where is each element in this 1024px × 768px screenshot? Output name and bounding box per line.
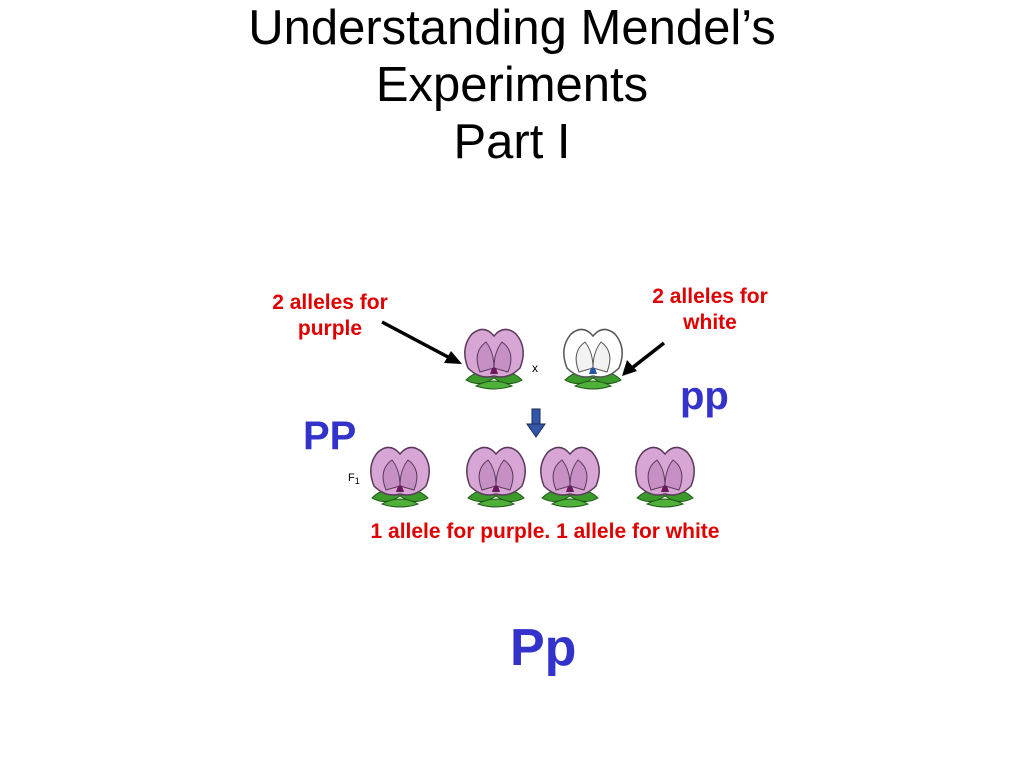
- title-line-3: Part I: [453, 115, 571, 169]
- white-parent-label: 2 alleles for white: [652, 285, 768, 334]
- purple-label-arrow: [381, 320, 462, 364]
- purple-parent-genotype: PP: [303, 414, 357, 458]
- title-line-1: Understanding Mendel’s: [248, 1, 776, 55]
- white-label-arrow: [622, 341, 666, 376]
- cross-symbol: x: [532, 361, 538, 375]
- white-parent-genotype: pp: [680, 374, 729, 418]
- offspring-flower-3-icon: [540, 446, 600, 508]
- offspring-flower-4-icon: [635, 446, 695, 508]
- offspring-genotype: Pp: [510, 619, 577, 677]
- generation-index: 1: [354, 476, 360, 487]
- offspring-label: 1 allele for purple. 1 allele for white: [370, 520, 720, 543]
- white-parent-flower-icon: [563, 328, 623, 390]
- offspring-flower-2-icon: [466, 446, 526, 508]
- generation-label: F1: [348, 472, 360, 486]
- purple-parent-label: 2 alleles for purple: [272, 291, 388, 340]
- title-line-2: Experiments: [375, 58, 649, 112]
- generation-down-arrow-icon: [526, 408, 546, 438]
- slide-title: Understanding Mendel’s Experiments Part …: [112, 0, 912, 171]
- offspring-flower-1-icon: [370, 446, 430, 508]
- generation-letter: F: [348, 472, 355, 484]
- purple-parent-flower-icon: [464, 328, 524, 390]
